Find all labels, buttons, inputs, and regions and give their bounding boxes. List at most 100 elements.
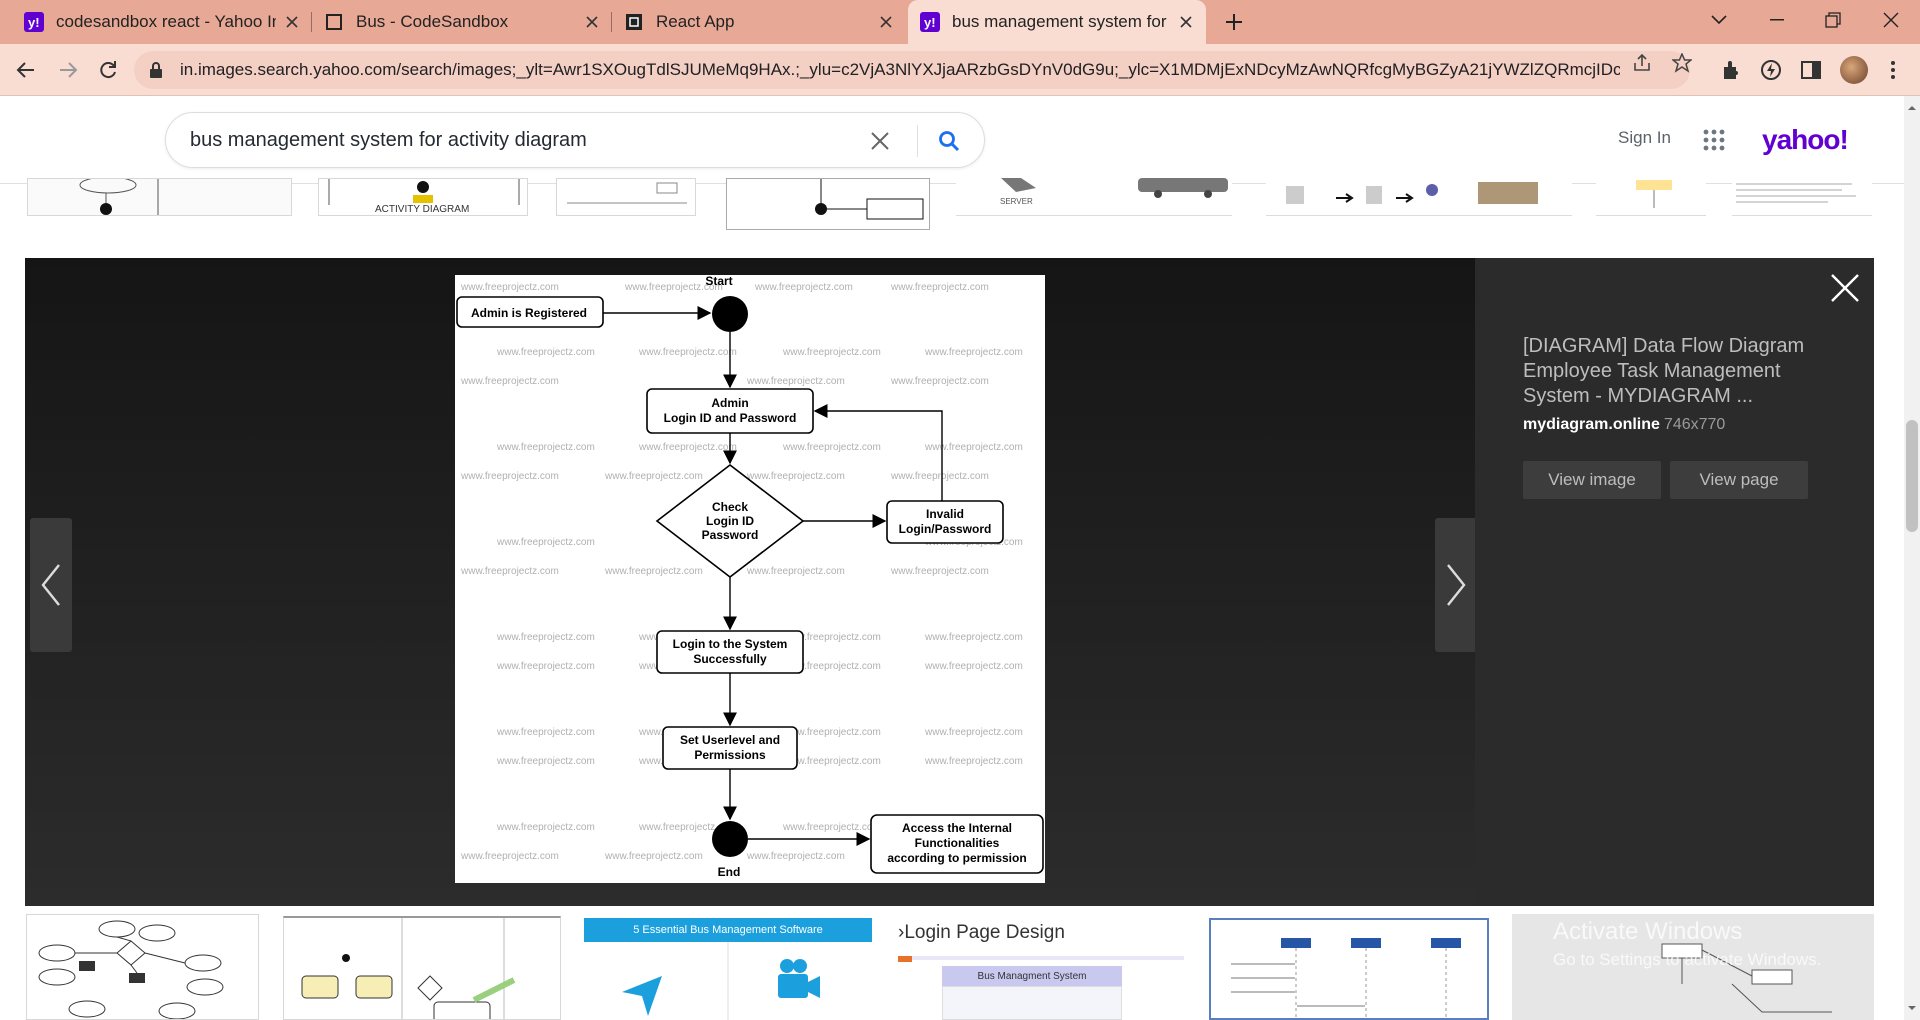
apps-grid-icon[interactable] [1702,128,1726,152]
back-button[interactable] [12,56,40,84]
search-input[interactable] [190,128,850,152]
image-details-panel [1475,258,1874,906]
close-icon[interactable] [878,14,894,30]
login-design-heading: ›Login Page Design [898,922,1065,944]
profile-avatar[interactable] [1840,56,1868,84]
close-icon [1883,12,1899,28]
previous-image-button[interactable] [30,518,72,652]
tab-active-search[interactable]: y! bus management system for activity di… [908,0,1206,44]
watermark: www.freeprojectz.com [782,661,881,672]
watermark: www.freeprojectz.com [924,756,1023,767]
close-icon[interactable] [1178,14,1194,30]
new-tab-button[interactable] [1220,8,1248,36]
watermark: www.freeprojectz.com [782,822,881,833]
minimize-icon [1770,19,1784,21]
tab-yahoo-search[interactable]: y! codesandbox react - Yahoo India [12,0,312,44]
tab-search-button[interactable] [1694,0,1744,40]
address-bar[interactable]: in.images.search.yahoo.com/search/images… [134,51,1690,89]
close-preview-button[interactable] [1827,270,1863,306]
image-title[interactable]: [DIAGRAM] Data Flow Diagram Employee Tas… [1523,335,1805,407]
plus-icon [1226,14,1242,30]
image-thumbnail[interactable]: ACTIVITY DIAGRAM [318,178,528,216]
close-icon[interactable] [284,14,300,30]
search-divider [917,125,918,157]
scroll-up-icon [1908,106,1916,110]
image-thumbnail[interactable] [1108,178,1232,216]
share-icon[interactable] [1632,53,1652,73]
image-thumbnail[interactable] [1512,914,1874,1020]
clear-search-button[interactable] [866,127,894,155]
search-button[interactable] [934,126,964,156]
reload-icon [100,61,116,79]
admin-registered-label: Admin is Registered [471,306,587,320]
watermark: www.freeprojectz.com [782,442,881,453]
image-thumbnail[interactable]: ›Login Page Design Bus Managment System [896,922,1186,1020]
bookmark-star-icon[interactable] [1672,53,1692,73]
accent-bar [898,956,912,962]
yahoo-icon: y! [24,12,44,32]
image-dimensions: 746x770 [1663,416,1726,433]
yahoo-logo[interactable]: yahoo! [1762,124,1849,155]
tab-divider [311,12,312,32]
image-thumbnail[interactable] [1209,918,1489,1020]
restore-button[interactable] [1808,0,1858,40]
arrow-left-icon [16,62,34,78]
watermark: www.freeprojectz.com [460,376,559,387]
image-thumbnail[interactable] [283,916,561,1020]
watermark: www.freeprojectz.com [604,851,703,862]
image-thumbnail[interactable] [1266,178,1572,216]
divider [898,956,1184,960]
image-thumbnail[interactable]: 5 Essential Bus Management Software [584,918,872,1020]
start-label: Start [705,275,732,288]
tab-title: Bus - CodeSandbox [356,12,509,31]
watermark: www.freeprojectz.com [924,727,1023,738]
decision-label: Check [712,500,748,514]
extensions-icon[interactable] [1718,57,1744,83]
window-close-button[interactable] [1866,0,1916,40]
view-page-button[interactable]: View page [1670,461,1808,499]
vertical-scrollbar[interactable] [1904,96,1920,1020]
image-preview-lightbox: www.freeprojectz.com www.freeprojectz.co… [25,258,1874,906]
tab-title: React App [656,12,735,31]
admin-login-label: Login ID and Password [664,411,797,425]
invalid-login-label: Invalid [926,507,964,521]
scrollbar-thumb[interactable] [1906,420,1918,532]
end-node [712,821,748,857]
image-thumbnail-selected[interactable] [726,178,930,230]
tab-bus-codesandbox[interactable]: Bus - CodeSandbox [312,0,612,44]
image-thumbnail[interactable] [1732,178,1872,216]
admin-login-label: Admin [711,396,748,410]
tab-react-app[interactable]: React App [612,0,906,44]
watermark: www.freeprojectz.com [496,442,595,453]
tab-divider [611,12,612,32]
image-thumbnail[interactable] [27,178,292,216]
preview-image[interactable]: www.freeprojectz.com www.freeprojectz.co… [455,274,1045,883]
view-image-button[interactable]: View image [1523,461,1661,499]
sign-in-link[interactable]: Sign In [1618,128,1671,147]
watermark: www.freeprojectz.com [890,376,989,387]
image-thumbnail[interactable] [1596,178,1706,216]
bottom-thumbnail-row: 5 Essential Bus Management Software ›Log… [0,906,1904,1020]
menu-dots-icon[interactable] [1880,57,1906,83]
search-icon [939,131,960,152]
reload-button[interactable] [94,56,122,84]
side-panel-icon[interactable] [1798,57,1824,83]
forward-button[interactable] [54,56,82,84]
watermark: www.freeprojectz.com [924,632,1023,643]
image-thumbnail[interactable] [26,914,259,1020]
minimize-button[interactable] [1752,0,1802,40]
login-design-text: Login Page Design [904,922,1065,943]
watermark: www.freeprojectz.com [890,282,989,293]
end-label: End [718,865,741,879]
close-icon[interactable] [584,14,600,30]
image-thumbnail[interactable] [556,178,696,216]
activity-diagram-label: ACTIVITY DIAGRAM [375,204,470,215]
watermark: www.freeprojectz.com [782,347,881,358]
next-image-button[interactable] [1435,518,1477,652]
watermark: www.freeprojectz.com [782,756,881,767]
chevron-left-icon [41,564,60,606]
url-text[interactable]: in.images.search.yahoo.com/search/images… [180,60,1620,79]
watermark: www.freeprojectz.com [890,471,989,482]
extension-bolt-icon[interactable] [1758,57,1784,83]
